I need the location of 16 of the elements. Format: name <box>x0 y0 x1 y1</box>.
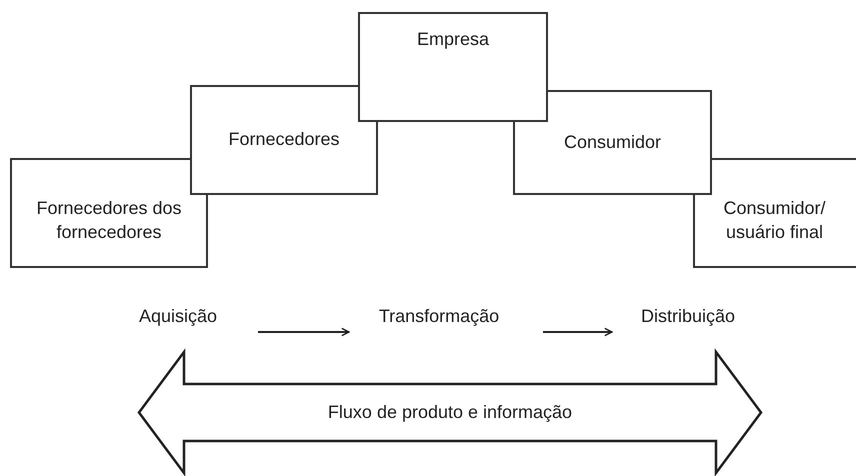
box-label: Empresa <box>416 28 490 51</box>
stage-label: Transformação <box>378 305 500 328</box>
arrow-label: Fluxo de produto e informação <box>328 400 572 424</box>
box-label: Consumidor/ usuário final <box>722 197 827 244</box>
box-label: Fornecedores <box>228 128 340 152</box>
process-box <box>358 12 548 122</box>
process-box <box>693 158 856 268</box>
process-box <box>10 158 208 268</box>
arrow <box>258 328 350 336</box>
process-box <box>513 90 712 195</box>
stage-label: Aquisição <box>138 305 218 328</box>
stage-label: Distribuição <box>640 305 736 328</box>
process-box <box>190 85 378 195</box>
box-label: Fornecedores dos fornecedores <box>35 197 183 244</box>
box-label: Consumidor <box>564 130 662 154</box>
arrow <box>543 328 613 336</box>
